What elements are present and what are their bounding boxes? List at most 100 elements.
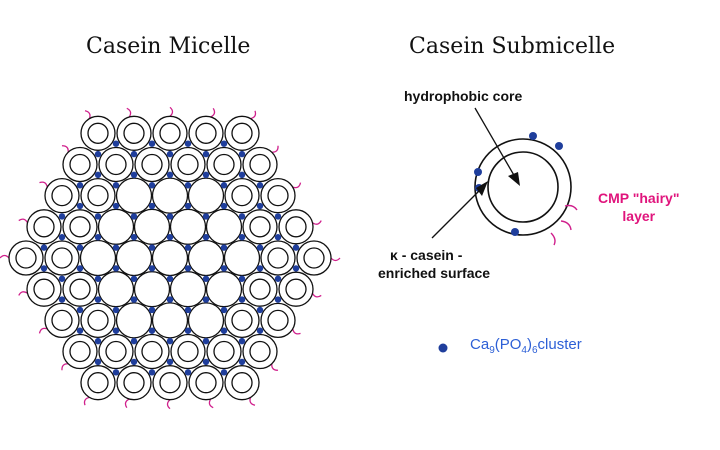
calcium-phosphate-dot bbox=[184, 202, 192, 210]
submicelle-core bbox=[159, 122, 181, 144]
calcium-phosphate-dot bbox=[130, 275, 138, 282]
submicelle bbox=[115, 239, 153, 277]
cmp-hair bbox=[271, 363, 279, 371]
cmp-hair bbox=[166, 399, 171, 410]
calcium-phosphate-dot bbox=[94, 275, 102, 282]
calcium-phosphate-dot bbox=[274, 213, 282, 220]
calcium-phosphate-dot bbox=[202, 275, 210, 282]
calcium-phosphate-dot bbox=[238, 296, 246, 303]
calcium-phosphate-dot bbox=[202, 234, 210, 241]
calcium-phosphate-dot bbox=[58, 296, 66, 303]
submicelle-core bbox=[285, 216, 307, 238]
submicelle-title: Casein Submicelle bbox=[409, 34, 616, 59]
cmp-hair bbox=[38, 327, 48, 334]
calcium-phosphate-dot bbox=[238, 358, 246, 366]
calcium-phosphate-dot bbox=[112, 265, 120, 272]
submicelle bbox=[151, 302, 189, 339]
cmp-hair bbox=[0, 254, 10, 259]
calcium-phosphate-dot bbox=[238, 213, 246, 220]
submicelle-core bbox=[177, 340, 199, 363]
calcium-phosphate-dot bbox=[130, 150, 138, 158]
submicelle bbox=[151, 239, 189, 277]
submicelle-core bbox=[87, 309, 109, 332]
submicelle bbox=[187, 302, 225, 339]
calcium-phosphate-dot bbox=[238, 275, 246, 282]
calcium-phosphate-dot bbox=[166, 358, 174, 366]
calcium-phosphate-dot bbox=[58, 275, 66, 282]
submicelle bbox=[97, 208, 135, 245]
cmp-hair bbox=[18, 291, 28, 296]
calcium-phosphate-dot bbox=[148, 140, 156, 147]
submicelle-core bbox=[249, 153, 271, 176]
submicelle-core bbox=[213, 340, 235, 363]
submicelle bbox=[97, 271, 135, 308]
calcium-phosphate-dot bbox=[184, 140, 192, 147]
calcium-phosphate-dot bbox=[130, 296, 138, 303]
calcium-phosphate-dot bbox=[555, 142, 563, 150]
cmp-hair bbox=[249, 397, 256, 406]
submicelle-core bbox=[123, 122, 145, 144]
calcium-phosphate-dot bbox=[529, 132, 537, 140]
submicelle bbox=[133, 208, 171, 245]
calcium-phosphate-dot bbox=[256, 202, 264, 210]
legend-tail: cluster bbox=[537, 336, 582, 353]
submicelle bbox=[187, 239, 225, 277]
legend-po-sub: 4 bbox=[521, 345, 527, 356]
legend-six-sub: 6 bbox=[531, 345, 538, 356]
legend-ca: Ca bbox=[470, 336, 490, 353]
submicelle-core bbox=[267, 247, 289, 269]
submicelle-core bbox=[105, 340, 127, 363]
submicelle bbox=[151, 177, 189, 214]
legend-paren: ) bbox=[526, 336, 532, 353]
cmp-hair bbox=[292, 182, 302, 189]
calcium-phosphate-dot bbox=[184, 265, 192, 272]
cmp-line2: layer bbox=[622, 208, 656, 224]
calcium-phosphate-dot bbox=[130, 234, 138, 241]
submicelle-core bbox=[69, 278, 91, 300]
calcium-phosphate-dot bbox=[292, 265, 300, 272]
submicelle-core bbox=[141, 340, 163, 363]
calcium-phosphate-dot bbox=[274, 296, 282, 303]
calcium-phosphate-dot bbox=[238, 171, 246, 179]
calcium-phosphate-dot bbox=[166, 150, 174, 158]
calcium-phosphate-dot bbox=[202, 337, 210, 345]
calcium-phosphate-dot bbox=[94, 358, 102, 366]
submicelle-core bbox=[33, 216, 55, 238]
calcium-phosphate-dot bbox=[112, 327, 120, 334]
submicelle-core bbox=[87, 122, 109, 144]
calcium-phosphate-dot bbox=[474, 168, 482, 176]
cmp-hair bbox=[312, 220, 322, 225]
calcium-phosphate-dot bbox=[184, 327, 192, 334]
submicelle-core bbox=[69, 216, 91, 238]
calcium-phosphate-dot bbox=[148, 306, 156, 314]
submicelle-core bbox=[249, 340, 271, 363]
calcium-phosphate-dot bbox=[292, 244, 300, 251]
calcium-phosphate-dot bbox=[220, 369, 228, 376]
calcium-phosphate-dot bbox=[94, 296, 102, 303]
cmp-hair bbox=[210, 107, 216, 118]
calcium-phosphate-dot bbox=[256, 182, 264, 189]
cmp-hair bbox=[250, 110, 257, 120]
calcium-phosphate-dot bbox=[166, 275, 174, 282]
calcium-phosphate-dot bbox=[202, 150, 210, 158]
calcium-phosphate-dot bbox=[148, 265, 156, 272]
hydrophobic-core-arrowhead bbox=[508, 172, 520, 186]
calcium-phosphate-dot bbox=[76, 182, 84, 189]
calcium-phosphate-dot bbox=[112, 306, 120, 314]
kappa-casein-line1: κ - casein - bbox=[390, 247, 463, 263]
submicelle bbox=[79, 239, 117, 277]
submicelle-core bbox=[15, 247, 37, 269]
submicelle-core bbox=[231, 122, 253, 144]
submicelle-core bbox=[51, 309, 73, 332]
cmp-hair bbox=[271, 145, 279, 153]
calcium-phosphate-dot bbox=[256, 327, 264, 334]
calcium-phosphate-dot bbox=[274, 275, 282, 282]
calcium-phosphate-dot bbox=[148, 182, 156, 189]
calcium-phosphate-dot bbox=[94, 171, 102, 179]
calcium-phosphate-dot bbox=[220, 244, 228, 251]
kappa-casein-label: κ - casein - enriched surface bbox=[378, 246, 490, 282]
calcium-phosphate-dot bbox=[76, 244, 84, 251]
submicelle-core bbox=[231, 309, 253, 332]
calcium-phosphate-dot bbox=[256, 265, 264, 272]
surface-arrow bbox=[431, 187, 483, 239]
